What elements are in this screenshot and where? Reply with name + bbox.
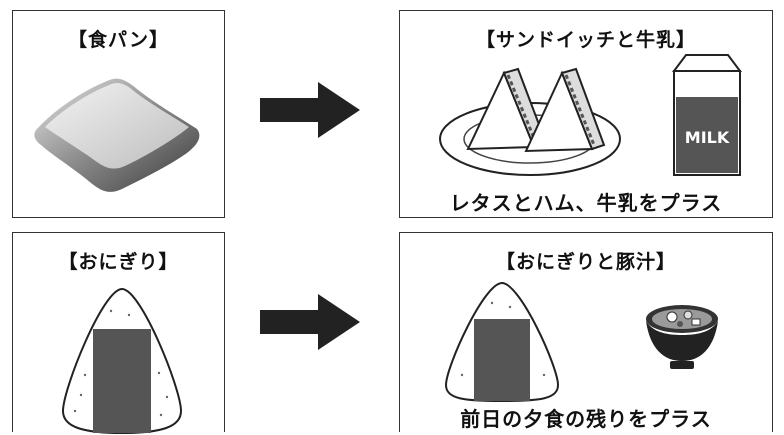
tonjiru-bowl-illustration bbox=[646, 305, 718, 369]
panel-onigiri: 【おにぎり】 bbox=[12, 232, 225, 435]
caption-sandwich: レタスとハム、牛乳をプラス bbox=[449, 191, 723, 215]
panel-title-onigiri-tonjiru: 【おにぎりと豚汁】 bbox=[495, 251, 676, 273]
arrow-right-icon bbox=[260, 294, 360, 350]
panel-title-onigiri: 【おにぎり】 bbox=[58, 251, 179, 273]
panel-onigiri-tonjiru: 【おにぎりと豚汁】 前日の夕食の残りをプラス bbox=[399, 232, 773, 432]
panel-bread: 【食パン】 bbox=[12, 10, 225, 218]
panel-sandwich-milk: 【サンドイッチと牛乳】 MILK レタスとハム、牛乳をプラス bbox=[399, 10, 773, 218]
onigiri-illustration bbox=[444, 281, 560, 403]
panel-title-bread: 【食パン】 bbox=[68, 29, 169, 51]
arrow-right-icon bbox=[260, 82, 360, 138]
panel-title-sandwich: 【サンドイッチと牛乳】 bbox=[475, 29, 696, 51]
sandwich-plate-illustration bbox=[439, 67, 621, 176]
milk-label: MILK bbox=[685, 128, 730, 147]
bread-slice-illustration bbox=[34, 78, 200, 192]
caption-onigiri-tonjiru: 前日の夕食の残りをプラス bbox=[460, 407, 712, 431]
milk-carton-illustration: MILK bbox=[672, 54, 742, 176]
onigiri-illustration bbox=[61, 287, 183, 435]
